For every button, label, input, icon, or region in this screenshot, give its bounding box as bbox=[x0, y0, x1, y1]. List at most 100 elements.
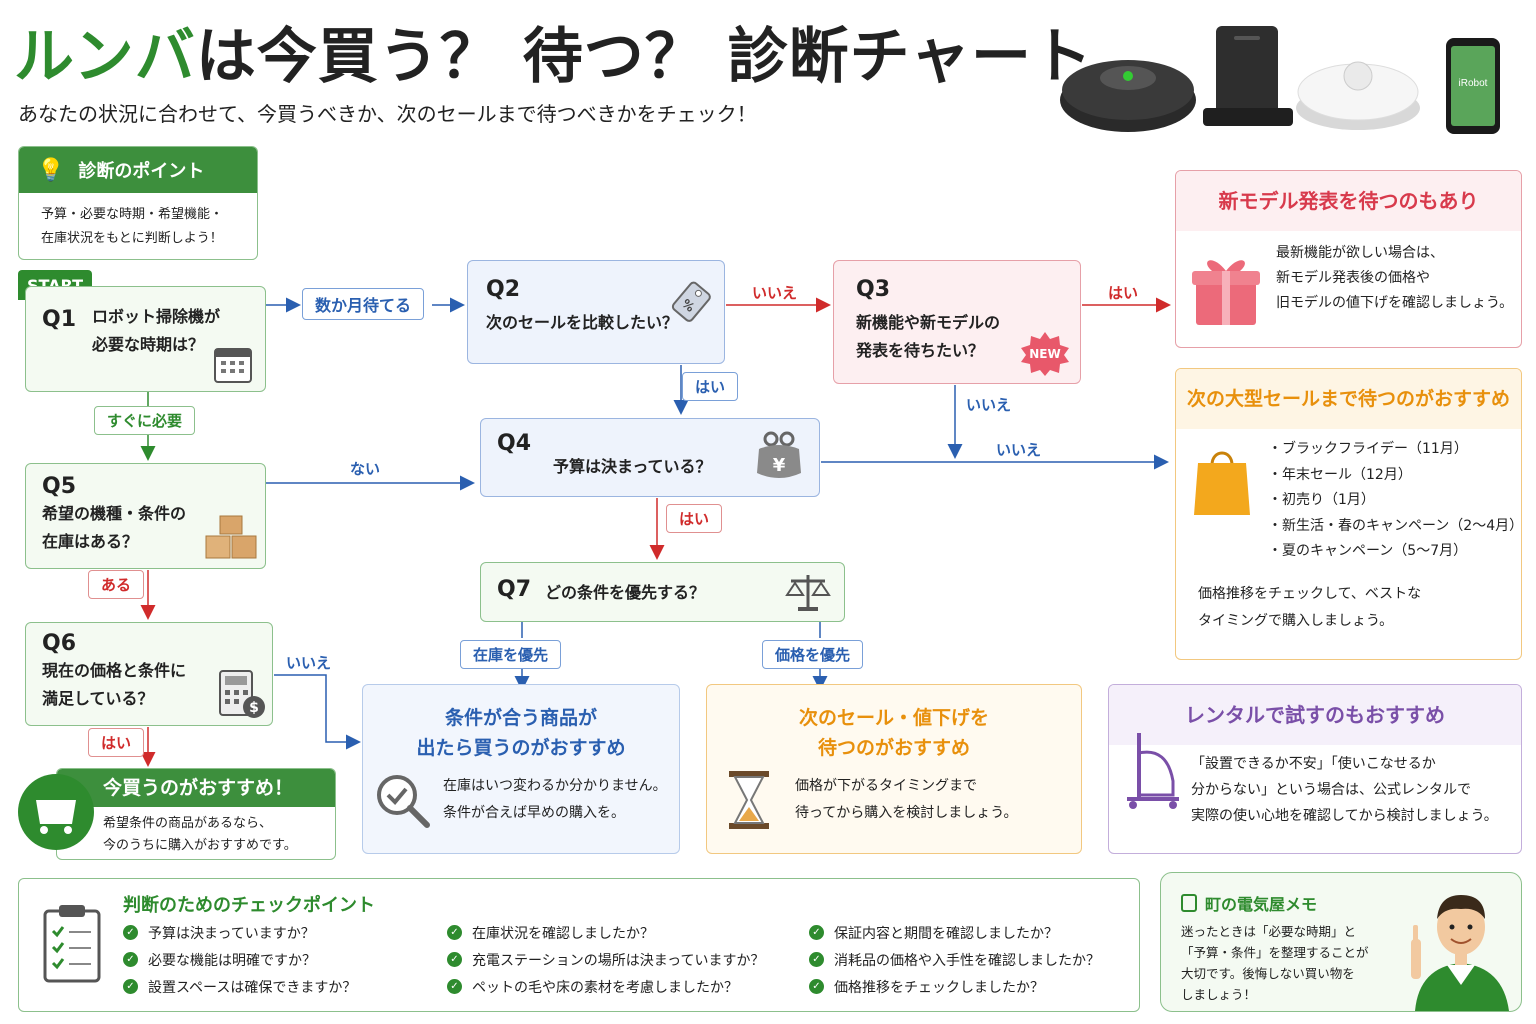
memo-panel: 町の電気屋メモ 迷ったときは「必要な時期」と 「予算・条件」を整理することが 大… bbox=[1160, 872, 1522, 1012]
q1-label: Q1 bbox=[42, 307, 77, 332]
calendar-icon bbox=[214, 348, 252, 383]
edge-label-need-now: すぐに必要 bbox=[94, 406, 196, 435]
q6-text-1: 現在の価格と条件に bbox=[42, 661, 187, 680]
magnifier-check-icon bbox=[377, 775, 430, 828]
clipboard-icon bbox=[43, 905, 101, 983]
memo-body-4: しましょう！ bbox=[1181, 987, 1257, 1002]
check-icon: ✓ bbox=[447, 952, 462, 967]
gift-icon bbox=[1192, 260, 1260, 325]
q4-text: 予算は決まっている？ bbox=[553, 457, 712, 476]
edge-label-q5-yes: ある bbox=[88, 570, 145, 599]
checkpoint-item: ✓価格推移をチェックしましたか？ bbox=[809, 973, 1100, 1000]
page-title: ルンバは今買う？ 待つ？ 診断チャート bbox=[14, 8, 1093, 95]
edge-label-q3-yes: はい bbox=[1108, 284, 1139, 302]
checkpoint-text: 消耗品の価格や入手性を確認しましたか？ bbox=[834, 952, 1100, 969]
edge-label-price-priority: 価格を優先 bbox=[762, 640, 864, 669]
check-icon: ✓ bbox=[447, 925, 462, 940]
sale-item-5: ・夏のキャンペーン（5〜7月） bbox=[1268, 543, 1468, 559]
result-big-sale: 次の大型セールまで待つのがおすすめ ・ブラックフライデー（11月） ・年末セール… bbox=[1175, 368, 1524, 660]
title-main: は今買う？ 待つ？ 診断チャート bbox=[195, 22, 1093, 92]
diagnosis-point-body-1: 予算・必要な時期・希望機能・ bbox=[41, 207, 224, 222]
edge-label-q4-yes: はい bbox=[666, 504, 723, 533]
q6-box: Q6 現在の価格と条件に 満足している？ $ bbox=[25, 622, 273, 726]
edge-label-q2-yes: はい bbox=[682, 372, 739, 401]
result-big-sale-footer-1: 価格推移をチェックして、ベストな bbox=[1198, 586, 1422, 602]
q7-text: どの条件を優先する？ bbox=[545, 583, 706, 602]
svg-text:¥: ¥ bbox=[773, 455, 786, 476]
cart-icon bbox=[18, 774, 94, 850]
q1-text-1: ロボット掃除機が bbox=[92, 307, 221, 326]
q6-text-2: 満足している？ bbox=[42, 689, 154, 708]
q5-text-2: 在庫はある？ bbox=[42, 532, 139, 551]
edge-q6-stock bbox=[274, 674, 361, 750]
white-robot-image bbox=[1296, 61, 1420, 130]
shopping-bag-icon bbox=[1194, 451, 1250, 515]
new-badge-icon: NEW bbox=[1020, 331, 1070, 377]
sale-item-3: ・初売り（1月） bbox=[1268, 492, 1375, 508]
edge-label-wait-months: 数か月待てる bbox=[302, 288, 425, 320]
memo-title: 町の電気屋メモ bbox=[1205, 895, 1318, 914]
edge-label-q5-no: ない bbox=[350, 460, 381, 478]
check-icon: ✓ bbox=[123, 925, 138, 940]
memo-body-2: 「予算・条件」を整理することが bbox=[1181, 945, 1369, 960]
result-buy-now: 今買うのがおすすめ！ 希望条件の商品があるなら、 今のうちに購入がおすすめです。 bbox=[56, 768, 336, 860]
result-rental-body-1: 「設置できるか不安」「使いこなせるか bbox=[1191, 756, 1436, 772]
result-price-body-1: 価格が下がるタイミングまで bbox=[795, 778, 977, 794]
checkpoint-text: 在庫状況を確認しましたか？ bbox=[472, 925, 654, 942]
result-price-body-2: 待ってから購入を検討しましょう。 bbox=[795, 805, 1018, 821]
phone-image: iRobot bbox=[1446, 38, 1500, 134]
diagnosis-point-body-2: 在庫状況をもとに判断しよう！ bbox=[41, 231, 223, 246]
result-price-title-1: 次のセール・値下げを bbox=[798, 707, 989, 729]
result-big-sale-footer-2: タイミングで購入しましょう。 bbox=[1198, 613, 1394, 629]
q3-label: Q3 bbox=[856, 277, 891, 302]
checkpoint-text: 充電ステーションの場所は決まっていますか？ bbox=[472, 952, 765, 969]
product-images: iRobot bbox=[1060, 26, 1500, 134]
result-new-model-body-3: 旧モデルの値下げを確認しましょう。 bbox=[1276, 295, 1514, 311]
diagnosis-point-title: 診断のポイント bbox=[78, 161, 205, 182]
edge-label-q6-no: いいえ bbox=[286, 654, 332, 672]
check-icon: ✓ bbox=[123, 979, 138, 994]
checkpoint-item: ✓ペットの毛や床の素材を考慮しましたか？ bbox=[447, 973, 764, 1000]
q5-label: Q5 bbox=[42, 474, 77, 499]
q2-label: Q2 bbox=[486, 277, 521, 302]
q7-box: Q7 どの条件を優先する？ bbox=[480, 562, 845, 622]
hourglass-icon bbox=[729, 771, 769, 829]
edge-label-q4-right: いいえ bbox=[996, 441, 1042, 459]
checkpoint-item: ✓ 消耗品の価格や入手性を確認しましたか？ bbox=[809, 946, 1100, 973]
q3-text-2: 発表を待ちたい？ bbox=[856, 341, 985, 360]
black-robot-image bbox=[1060, 60, 1196, 132]
checkpoint-text: ペットの毛や床の素材を考慮しましたか？ bbox=[472, 979, 738, 996]
result-rental-title: レンタルで試すのもおすすめ bbox=[1109, 685, 1521, 745]
sale-item-4: ・新生活・春のキャンペーン（2〜4月） bbox=[1268, 517, 1524, 534]
result-stock-body-2: 条件が合えば早めの購入を。 bbox=[443, 805, 625, 821]
calculator-icon: $ bbox=[219, 670, 265, 718]
result-stock-body-1: 在庫はいつ変わるか分かりません。 bbox=[443, 778, 667, 794]
result-big-sale-title: 次の大型セールまで待つのがおすすめ bbox=[1176, 369, 1521, 429]
check-icon: ✓ bbox=[809, 925, 824, 940]
edge-label-q2-no: いいえ bbox=[752, 284, 798, 302]
result-new-model: 新モデル発表を待つのもあり 最新機能が欲しい場合は、 新モデル発表後の価格や 旧… bbox=[1175, 170, 1522, 348]
checkpoint-item: ✓ 充電ステーションの場所は決まっていますか？ bbox=[447, 946, 764, 973]
checkpoint-text: 予算は決まっていますか？ bbox=[148, 925, 315, 942]
result-buy-now-title: 今買うのがおすすめ！ bbox=[57, 769, 335, 807]
checkpoint-item: ✓ 保証内容と期間を確認しましたか？ bbox=[809, 919, 1100, 946]
checkpoint-text: 保証内容と期間を確認しましたか？ bbox=[834, 925, 1058, 942]
check-icon: ✓ bbox=[809, 952, 824, 967]
result-stock-title-1: 条件が合う商品が bbox=[444, 707, 597, 729]
q3-box: Q3 新機能や新モデルの 発表を待ちたい？ NEW bbox=[833, 260, 1081, 384]
result-price: 次のセール・値下げを 待つのがおすすめ 価格が下がるタイミングまで 待ってから購… bbox=[706, 684, 1082, 854]
q1-text-2: 必要な時期は？ bbox=[92, 335, 205, 354]
q4-label: Q4 bbox=[497, 431, 532, 456]
edge-label-stock-priority: 在庫を優先 bbox=[460, 640, 562, 669]
result-new-model-title: 新モデル発表を待つのもあり bbox=[1176, 171, 1521, 231]
lightbulb-icon: 💡 bbox=[37, 157, 65, 183]
dock-image bbox=[1203, 26, 1293, 126]
phone-brand-text: iRobot bbox=[1459, 78, 1488, 89]
q3-text-1: 新機能や新モデルの bbox=[856, 313, 1001, 332]
memo-body-3: 大切です。後悔しない買い物を bbox=[1181, 966, 1355, 981]
checkpoints-title: 判断のためのチェックポイント bbox=[123, 895, 375, 916]
checkpoint-item: ✓ 予算は決まっていますか？ bbox=[123, 919, 356, 946]
result-new-model-body-2: 新モデル発表後の価格や bbox=[1276, 270, 1430, 286]
checkpoint-item: ✓設置スペースは確保できますか？ bbox=[123, 973, 356, 1000]
checkpoint-item: ✓必要な機能は明確ですか？ bbox=[123, 946, 356, 973]
